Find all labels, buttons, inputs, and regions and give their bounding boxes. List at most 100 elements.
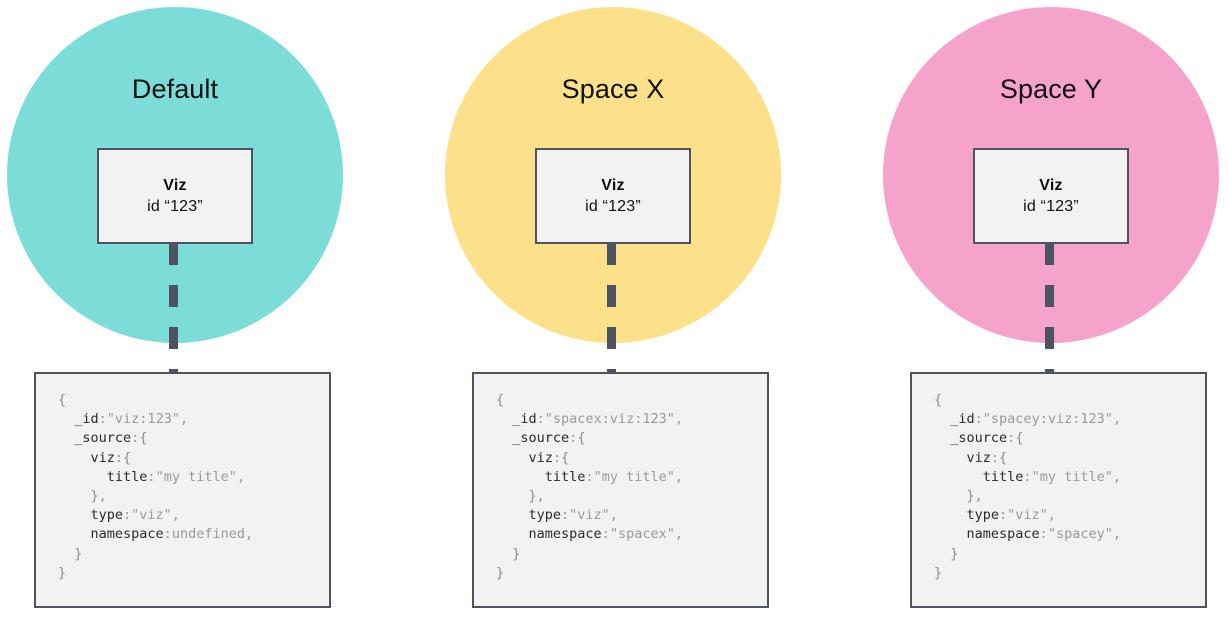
code-value: "spacex:viz:123", [544, 411, 683, 428]
code-punctuation: : [131, 430, 140, 447]
code-punctuation: : [1007, 430, 1016, 447]
code-key: type [90, 507, 124, 524]
code-line: _source:{ [58, 429, 329, 448]
dashed-connector [1045, 243, 1054, 373]
code-brace: { [1015, 430, 1024, 447]
viz-node-title: Viz [1039, 176, 1063, 194]
code-brace: } [950, 545, 959, 562]
code-punctuation: : [1039, 526, 1048, 543]
code-key: _source [950, 430, 1008, 447]
code-brace: { [123, 449, 132, 466]
code-line: } [58, 545, 329, 564]
code-punctuation: : [114, 449, 124, 466]
code-line: _id:"spacex:viz:123", [496, 410, 767, 429]
space-circle-label: Default [131, 74, 219, 104]
code-key: _source [512, 430, 570, 447]
code-key: namespace [528, 526, 602, 543]
dashed-connector [607, 243, 616, 373]
code-brace: { [577, 430, 586, 447]
code-key: title [106, 468, 148, 485]
viz-node-id: id “123” [585, 197, 641, 215]
code-value: "my title", [155, 468, 245, 485]
code-line: namespace:"spacey", [934, 525, 1205, 544]
viz-node-box: Viz id “123” [973, 148, 1129, 244]
code-brace: { [496, 392, 505, 408]
code-line: }, [496, 487, 767, 506]
code-line: namespace:"spacex", [496, 525, 767, 544]
code-line: } [934, 545, 1205, 564]
code-punctuation: : [601, 526, 610, 543]
code-punctuation: : [974, 411, 983, 428]
source-document-code-block: { _id:"spacey:viz:123", _source:{ viz:{ … [910, 372, 1207, 608]
source-document-code-block: { _id:"viz:123", _source:{ viz:{ title:"… [34, 372, 331, 608]
code-brace: }, [966, 488, 983, 505]
code-key: type [528, 507, 562, 524]
code-value: "viz:123", [106, 411, 189, 428]
code-punctuation: : [999, 507, 1008, 524]
code-line: } [58, 564, 329, 583]
code-line: } [496, 545, 767, 564]
viz-node-box: Viz id “123” [97, 148, 253, 244]
code-brace: } [58, 564, 67, 581]
code-key: namespace [90, 526, 164, 543]
viz-node-id: id “123” [1023, 197, 1079, 215]
code-brace: } [496, 564, 505, 581]
code-line: type:"viz", [58, 506, 329, 525]
code-brace: { [561, 449, 570, 466]
code-value: "my title", [593, 468, 683, 485]
code-brace: } [934, 564, 943, 581]
code-punctuation: : [990, 449, 1000, 466]
code-punctuation: : [123, 507, 132, 524]
code-punctuation: : [1023, 468, 1032, 485]
code-value: "spacex", [609, 526, 683, 543]
code-brace: { [58, 392, 67, 408]
viz-node-title: Viz [601, 176, 625, 194]
viz-node-box: Viz id “123” [535, 148, 691, 244]
code-value: "spacey", [1047, 526, 1121, 543]
code-punctuation: : [585, 468, 594, 485]
viz-node-id: id “123” [147, 197, 203, 215]
space-circle-label: Space Y [999, 74, 1103, 104]
dashed-connector [169, 243, 178, 373]
code-line: _source:{ [496, 429, 767, 448]
code-value: "spacey:viz:123", [982, 411, 1121, 428]
code-key: viz [966, 449, 991, 466]
code-line: viz:{ [934, 449, 1205, 468]
space-group-space-x: Space X Viz id “123” { _id:"spacex:viz:1… [408, 0, 818, 622]
code-brace: } [74, 545, 83, 562]
code-line: { [496, 391, 767, 410]
code-brace: }, [90, 488, 107, 505]
code-punctuation: : [536, 411, 545, 428]
code-key: type [966, 507, 1000, 524]
code-brace: { [999, 449, 1008, 466]
code-line: title:"my title", [496, 468, 767, 487]
code-value: "viz", [131, 507, 180, 524]
code-punctuation: : [163, 526, 172, 543]
source-document-code-block: { _id:"spacex:viz:123", _source:{ viz:{ … [472, 372, 769, 608]
code-line: _source:{ [934, 429, 1205, 448]
code-key: title [982, 468, 1024, 485]
code-line: { [58, 391, 329, 410]
code-punctuation: : [552, 449, 562, 466]
code-key: viz [528, 449, 553, 466]
code-line: viz:{ [58, 449, 329, 468]
code-brace: { [934, 392, 943, 408]
code-line: { [934, 391, 1205, 410]
code-key: viz [90, 449, 115, 466]
viz-node-title: Viz [163, 176, 187, 194]
code-brace: } [512, 545, 521, 562]
code-line: } [934, 564, 1205, 583]
code-line: }, [934, 487, 1205, 506]
code-value: "my title", [1031, 468, 1121, 485]
code-line: type:"viz", [934, 506, 1205, 525]
code-value: "viz", [569, 507, 618, 524]
code-line: title:"my title", [934, 468, 1205, 487]
code-line: title:"my title", [58, 468, 329, 487]
code-value: undefined, [171, 526, 254, 543]
space-circle-label: Space X [561, 74, 665, 104]
code-key: namespace [966, 526, 1040, 543]
code-line: viz:{ [496, 449, 767, 468]
space-group-default: Default Viz id “123” { _id:"viz:123", _s… [0, 0, 380, 622]
code-brace: { [139, 430, 148, 447]
